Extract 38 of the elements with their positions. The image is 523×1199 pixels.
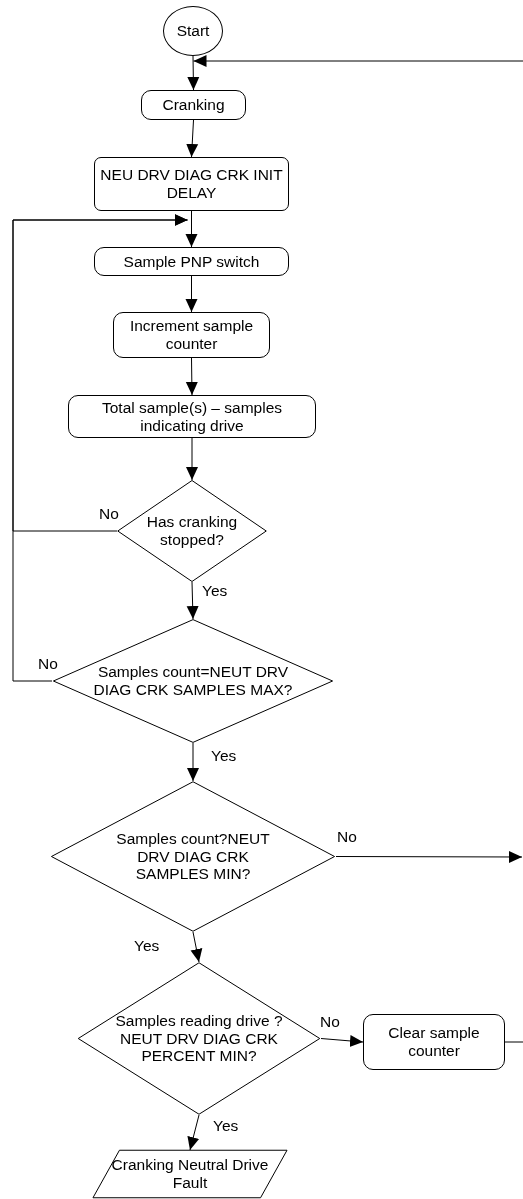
decision-diamond [117,480,267,582]
arrow [190,931,203,963]
arrow [186,437,198,481]
node-text: NEU DRV DIAG CRK INIT DELAY [99,166,284,202]
arrow [185,275,198,313]
node-text: Start [175,22,211,40]
node-text: Increment sample counter [128,317,255,353]
node-text: Clear sample counter [387,1024,481,1060]
arrow [12,214,188,682]
node-text: Samples count?NEUT DRV DIAG CRK SAMPLES MIN? [115,829,271,884]
node-text: Total sample(s) – samples indicating drive [100,398,283,435]
process-box [141,90,246,120]
node-text: Samples count=NEUT DRV DIAG CRK SAMPLES MAX? [92,663,294,699]
process-box [94,157,289,211]
process-box [113,312,270,358]
node-text: Has cranking stopped? [145,513,239,549]
node-text: Cranking [161,96,226,114]
arrow [185,210,198,248]
arrow [187,742,199,782]
process-box [68,395,316,438]
terminal-oval [163,6,223,56]
node-text: Samples reading drive ? NEUT DRV DIAG CRK PERCENT MIN? [114,1011,284,1066]
connector-line [504,1041,523,1043]
arrow [335,850,523,863]
node-text: Cranking Neutral Drive Fault [110,1156,270,1192]
process-box [363,1014,505,1070]
node-text: Sample PNP switch [122,252,261,271]
decision-diamond [77,962,321,1115]
arrow [186,119,199,158]
arrow [186,581,199,620]
arrow [187,55,200,91]
arrow [185,357,198,396]
output-parallelogram [92,1150,288,1198]
decision-diamond [50,781,336,932]
arrow [320,1034,364,1047]
arrow [187,1114,200,1151]
arrow [193,55,523,67]
process-box [94,247,289,276]
